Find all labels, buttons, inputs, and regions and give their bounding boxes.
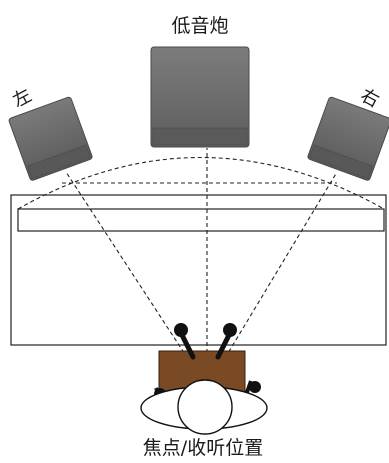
subwoofer-speaker (150, 46, 250, 148)
listening-arc (17, 157, 385, 210)
listener-head (177, 379, 233, 435)
right-speaker (307, 96, 389, 181)
focal-point-label: 焦点/收听位置 (143, 437, 263, 459)
mixing-desk (10, 194, 387, 346)
left-speaker (8, 96, 93, 181)
left-label: 左 (9, 85, 35, 112)
listener-figure (140, 379, 268, 435)
monitor-bridge (17, 208, 385, 232)
subwoofer-label: 低音炮 (171, 15, 228, 37)
